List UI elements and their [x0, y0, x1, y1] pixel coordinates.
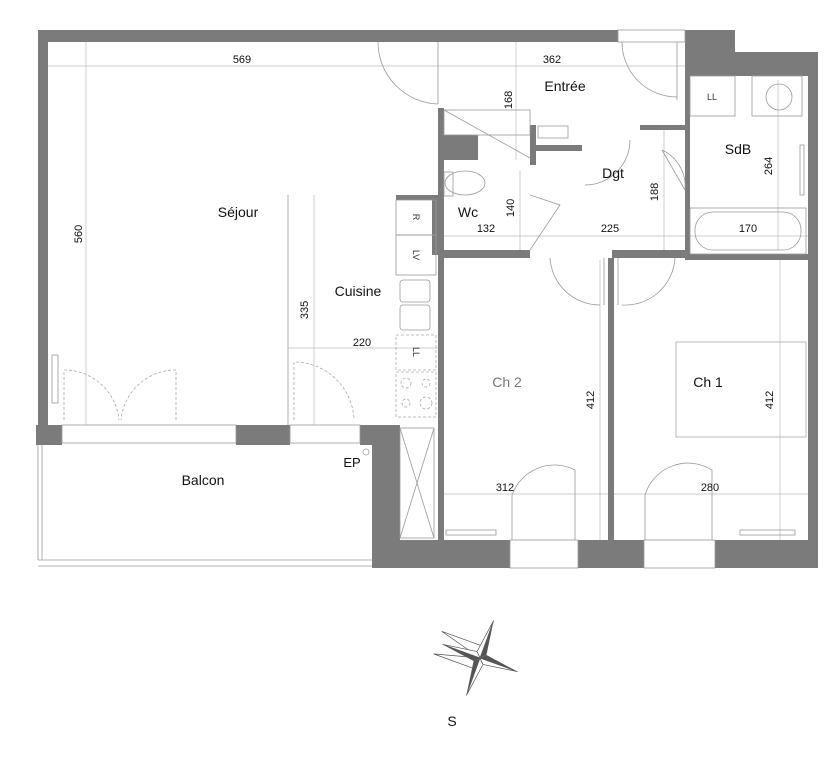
dim-entree-width: 362	[543, 54, 561, 66]
walls	[36, 30, 818, 568]
dim-sdb-width: 170	[739, 223, 757, 235]
dim-sdb-depth: 264	[763, 157, 775, 175]
room-labels: Séjour Entrée Dgt SdB Wc Cuisine Ch 2 Ch…	[182, 78, 752, 488]
room-label-cuisine: Cuisine	[335, 283, 382, 299]
dim-wc-width: 132	[477, 223, 495, 235]
dim-sejour-depth: 560	[73, 225, 85, 243]
doors-windows	[51, 29, 805, 569]
dishwasher-label: LV	[411, 250, 421, 260]
room-label-ch1: Ch 1	[693, 374, 723, 390]
toilet-icon	[444, 170, 486, 196]
dimension-lines	[48, 42, 808, 540]
bathtub-icon	[694, 211, 802, 251]
dim-sejour-width: 569	[233, 54, 251, 66]
dim-ch1-width: 280	[701, 482, 719, 494]
fridge-label: R	[411, 214, 421, 221]
dim-cuisine-width: 220	[353, 337, 371, 349]
room-label-wc: Wc	[458, 204, 478, 220]
dim-dgt-depth: 188	[649, 183, 661, 201]
balcony	[37, 445, 372, 567]
dim-entree-depth: 168	[503, 91, 515, 109]
dim-ch2-width: 312	[496, 482, 514, 494]
sink-icon	[765, 83, 793, 111]
compass-rose-icon	[433, 620, 518, 696]
dim-ch2-depth: 412	[585, 391, 597, 409]
room-label-ch2: Ch 2	[492, 374, 522, 390]
fixtures	[287, 75, 807, 539]
dim-cuisine-depth: 335	[299, 301, 311, 319]
room-label-sdb: SdB	[725, 141, 751, 157]
dim-wc-depth: 140	[505, 199, 517, 217]
dim-ch1-depth: 412	[764, 391, 776, 409]
kitchen-sink-icon	[399, 279, 431, 303]
room-label-sejour: Séjour	[218, 204, 259, 220]
room-label-dgt: Dgt	[602, 165, 624, 181]
compass-label: S	[447, 713, 456, 729]
washer-kitchen-label: LL	[411, 347, 421, 357]
dimension-labels: 569 362 168 560 140 132 225 188 264 170 …	[73, 54, 776, 494]
dim-dgt-width: 225	[601, 223, 619, 235]
ep-label: EP	[343, 455, 360, 470]
room-label-balcon: Balcon	[182, 472, 225, 488]
washer-bath-label: LL	[707, 92, 717, 102]
room-label-entree: Entrée	[544, 78, 585, 94]
